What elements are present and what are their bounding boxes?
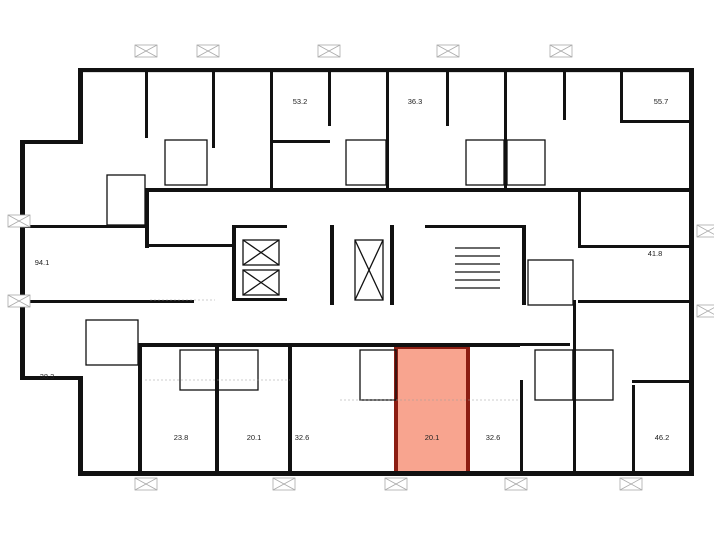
unit-area-label: 38.3 (40, 372, 55, 381)
window-icon (696, 224, 714, 238)
room-partitions (85, 139, 614, 401)
unit-labels: 53.2 36.3 55.7 94.1 41.8 38.3 23.8 20.1 32.6 20.1… (35, 97, 670, 442)
highlighted-unit[interactable] (394, 345, 470, 475)
window-icon (134, 44, 158, 58)
unit-area-label: 41.8 (648, 249, 663, 258)
unit-area-label: 46.2 (655, 433, 670, 442)
window-icon (134, 477, 158, 491)
window-icon (696, 304, 714, 318)
walls (20, 68, 694, 476)
window-icon (7, 294, 31, 308)
window-icon (436, 44, 460, 58)
window-icon (384, 477, 408, 491)
unit-area-label: 20.1 (425, 433, 440, 442)
window-icon (7, 214, 31, 228)
unit-area-label: 55.7 (654, 97, 669, 106)
window-icon (549, 44, 573, 58)
unit-area-label: 23.8 (174, 433, 189, 442)
window-markers (7, 44, 714, 491)
unit-area-label: 32.6 (486, 433, 501, 442)
unit-area-label: 94.1 (35, 258, 50, 267)
window-icon (619, 477, 643, 491)
unit-area-label: 53.2 (293, 97, 308, 106)
unit-area-label: 32.6 (295, 433, 310, 442)
window-icon (317, 44, 341, 58)
window-icon (196, 44, 220, 58)
unit-area-label: 20.1 (247, 433, 262, 442)
window-icon (272, 477, 296, 491)
window-lines (23, 71, 692, 474)
window-icon (504, 477, 528, 491)
unit-area-label: 36.3 (408, 97, 423, 106)
